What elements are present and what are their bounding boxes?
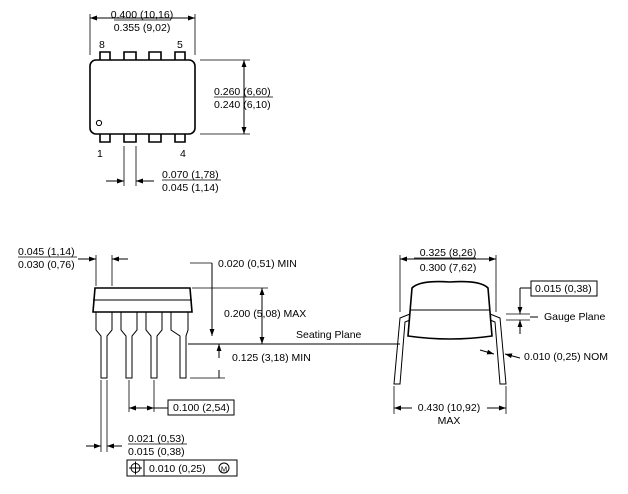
- lead-width-max-label: 0.021 (0,53): [128, 433, 185, 445]
- shoulder-max-label: 0.045 (1,14): [18, 246, 75, 258]
- pitch-label: 0.100 (2,54): [173, 402, 230, 414]
- lead-side-2: [120, 312, 138, 379]
- shoulder-min-label: 0.030 (0,76): [18, 259, 75, 271]
- tolerance-label: 0.010 (0,25): [149, 463, 206, 475]
- pin-top-4: [174, 51, 186, 60]
- package-body-side: [92, 287, 193, 313]
- lead-side-1: [95, 312, 113, 379]
- pin-top-2: [123, 51, 137, 60]
- tolerance-modifier: M: [221, 465, 227, 474]
- lead-angle-label: 0.010 (0,25) NOM: [524, 351, 608, 363]
- width-min-label: 0.355 (9,02): [114, 22, 171, 34]
- pin-number-1: 1: [97, 148, 103, 160]
- lead-end-right: [489, 313, 507, 385]
- pin-number-5: 5: [177, 39, 183, 51]
- pin-width-min-label: 0.045 (1,14): [162, 182, 219, 194]
- pin-number-4: 4: [180, 148, 186, 160]
- seating-plane-label: Seating Plane: [296, 329, 362, 341]
- position-tolerance-icon: [129, 461, 142, 475]
- row-spacing-min-label: 0.300 (7,62): [420, 262, 477, 274]
- lead-end-left: [393, 313, 411, 385]
- pin-bottom-3: [148, 134, 162, 143]
- pin-top-3: [148, 51, 162, 60]
- pin-number-8: 8: [99, 39, 105, 51]
- lead-side-4: [170, 312, 189, 379]
- body-height-label: 0.200 (5,08) MAX: [224, 308, 306, 320]
- pitch-box: [167, 399, 235, 416]
- lead-span-label: 0.430 (10,92): [418, 402, 480, 414]
- end-view: 0.325 (8,26) 0.300 (7,62) 0.015 (0,38) G…: [393, 247, 608, 427]
- side-view: 0.045 (1,14) 0.030 (0,76) 0.020 (0,51) M…: [18, 246, 400, 477]
- pin-bottom-2: [123, 134, 137, 143]
- lead-side-3: [145, 312, 163, 379]
- lead-width-min-label: 0.015 (0,38): [128, 446, 185, 458]
- pin-width-max-label: 0.070 (1,78): [162, 169, 219, 181]
- height-min-label: 0.240 (6,10): [214, 99, 271, 111]
- package-body-end: [407, 280, 493, 340]
- height-max-label: 0.260 (6,60): [214, 86, 271, 98]
- pin-bottom-4: [174, 134, 186, 143]
- pin1-indicator: [95, 119, 103, 127]
- lead-span-suffix: MAX: [438, 415, 461, 427]
- gauge-plane-label: Gauge Plane: [544, 311, 605, 323]
- lead-length-label: 0.125 (3,18) MIN: [232, 352, 311, 364]
- tolerance-frame: [126, 459, 238, 477]
- width-max-label: 0.400 (10,16): [111, 9, 173, 21]
- top-view: 0.400 (10,16) 0.355 (9,02) 8 5 1 4 0.260…: [89, 9, 273, 194]
- pin-top-1: [99, 51, 111, 60]
- standoff-min-label: 0.020 (0,51) MIN: [218, 258, 297, 270]
- lead-thickness-label: 0.015 (0,38): [535, 283, 592, 295]
- mmc-modifier-icon: [218, 462, 230, 474]
- pin-bottom-1: [99, 134, 111, 143]
- row-spacing-max-label: 0.325 (8,26): [420, 247, 477, 259]
- package-body-top: [89, 59, 196, 135]
